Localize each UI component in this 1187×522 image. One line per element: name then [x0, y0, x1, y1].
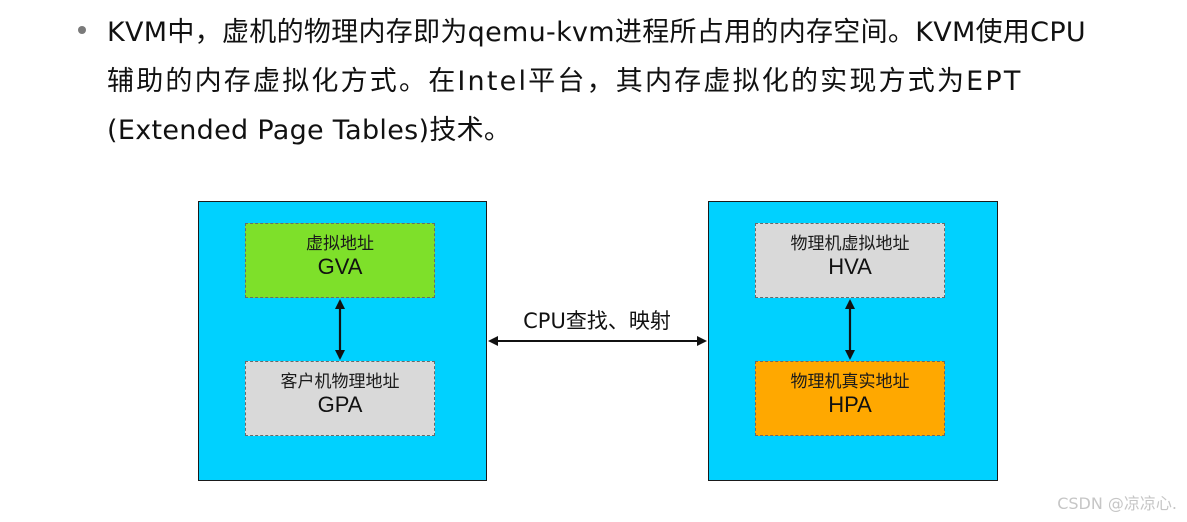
- connector-label: CPU查找、映射: [523, 309, 671, 333]
- watermark: CSDN @凉凉心.: [1057, 494, 1177, 513]
- gpa-box: 客户机物理地址 GPA: [245, 361, 435, 436]
- hpa-box: 物理机真实地址 HPA: [755, 361, 945, 436]
- hva-label-abbr: HVA: [828, 254, 872, 279]
- gva-box: 虚拟地址 GVA: [245, 223, 435, 298]
- gpa-label-cn: 客户机物理地址: [280, 372, 400, 392]
- hpa-label-abbr: HPA: [828, 392, 872, 417]
- intro-paragraph: KVM中，虚机的物理内存即为qemu-kvm进程所占用的内存空间。KVM使用CP…: [107, 8, 1167, 155]
- gva-label-cn: 虚拟地址: [306, 234, 374, 254]
- gpa-label-abbr: GPA: [317, 392, 363, 417]
- bullet-icon: [78, 26, 86, 34]
- paragraph-line-3: (Extended Page Tables)技术。: [107, 115, 512, 146]
- hpa-label-cn: 物理机真实地址: [790, 372, 910, 392]
- paragraph-line-1: KVM中，虚机的物理内存即为qemu-kvm进程所占用的内存空间。KVM使用CP…: [107, 17, 1086, 48]
- hva-box: 物理机虚拟地址 HVA: [755, 223, 945, 298]
- paragraph-line-2: 辅助的内存虚拟化方式。在Intel平台，其内存虚拟化的实现方式为EPT: [107, 66, 1023, 97]
- hva-label-cn: 物理机虚拟地址: [790, 234, 910, 254]
- gva-label-abbr: GVA: [317, 254, 363, 279]
